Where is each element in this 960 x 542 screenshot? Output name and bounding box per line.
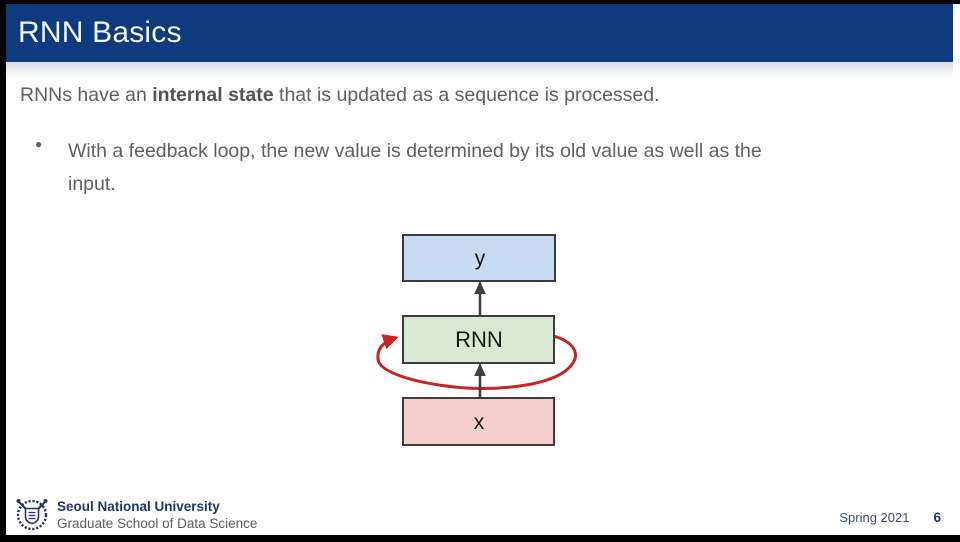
- footer-organization: Seoul National University Graduate Schoo…: [57, 498, 257, 532]
- statement-bold: internal state: [152, 84, 274, 106]
- header-shadow: [6, 62, 953, 78]
- node-x-label: x: [474, 411, 485, 434]
- footer-term: Spring 2021: [839, 510, 910, 525]
- slide-header: RNN Basics: [6, 4, 953, 62]
- letterbox-bottom: [0, 535, 960, 542]
- footer-university: Seoul National University: [57, 499, 220, 514]
- node-rnn-box: [402, 315, 555, 364]
- slide: RNN Basics RNNs have an internal state t…: [6, 4, 953, 535]
- footer-school: Graduate School of Data Science: [57, 516, 258, 531]
- letterbox-left: [0, 0, 6, 542]
- rnn-diagram: y RNN x: [376, 234, 577, 446]
- arrow-x-to-rnn-head: [474, 363, 486, 376]
- arrow-rnn-to-y-head: [474, 281, 486, 294]
- statement-prefix: RNNs have an: [20, 84, 153, 106]
- node-x-box: [402, 397, 555, 446]
- statement-text: RNNs have an internal state that is upda…: [20, 82, 920, 109]
- bullet-line-1: With a feedback loop, the new value is d…: [68, 140, 762, 162]
- footer-right: Spring 2021 6: [839, 510, 941, 525]
- bullet-line-2: input.: [68, 173, 116, 195]
- node-rnn-label: RNN: [455, 327, 503, 352]
- node-y-box: [402, 234, 556, 282]
- feedback-loop-arrow: [376, 334, 577, 390]
- bullet-text: With a feedback loop, the new value is d…: [68, 135, 938, 201]
- letterbox-top: [0, 0, 960, 4]
- node-y-label: y: [475, 247, 486, 270]
- page-number: 6: [933, 510, 941, 525]
- page-title: RNN Basics: [18, 16, 182, 49]
- snu-logo: [16, 499, 48, 531]
- bullet-marker: ●: [35, 137, 43, 151]
- statement-suffix: that is updated as a sequence is process…: [273, 84, 660, 106]
